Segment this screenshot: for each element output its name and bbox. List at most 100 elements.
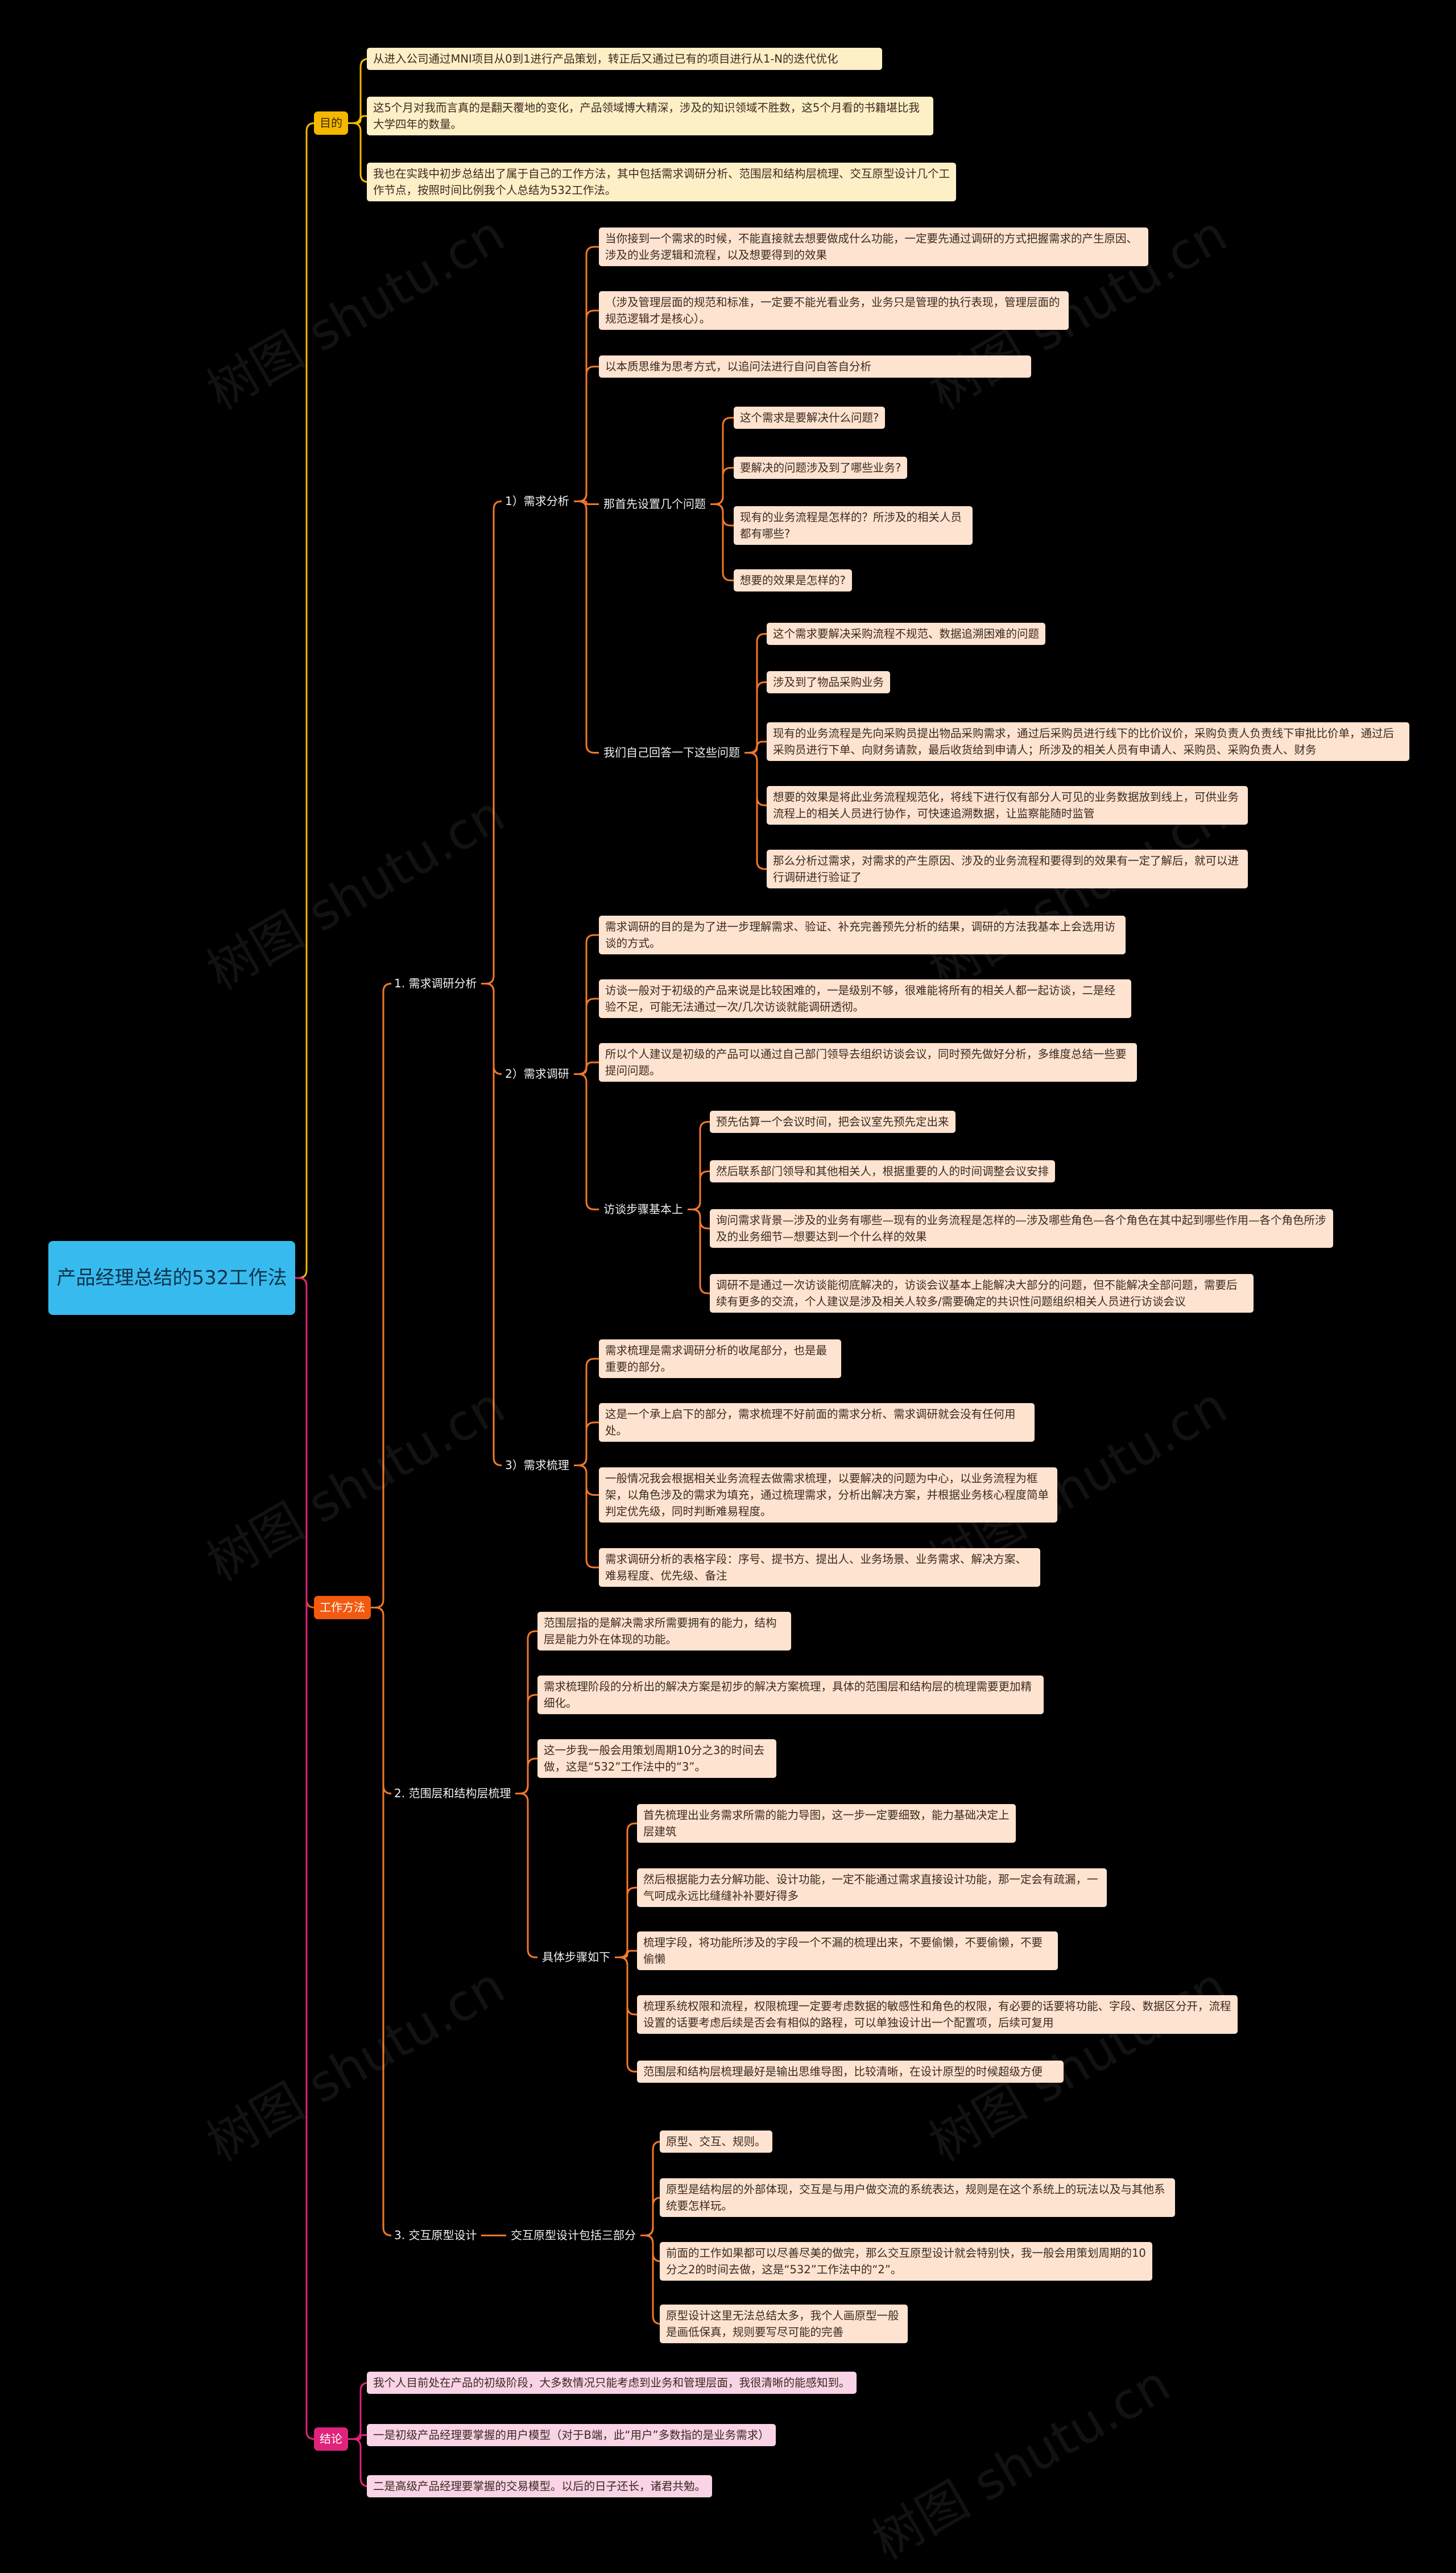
sorting-item[interactable]: 一般情况我会根据相关业务流程去做需求梳理，以要解决的问题为中心，以业务流程为框架… xyxy=(599,1467,1057,1523)
connector-line xyxy=(574,366,599,502)
connector-line xyxy=(348,2434,367,2440)
question-item[interactable]: 现有的业务流程是怎样的？所涉及的相关人员都有哪些? xyxy=(734,506,973,545)
analysis-item[interactable]: （涉及管理层面的规范和标准，一定要不能光看业务，业务只是管理的执行表现，管理层面… xyxy=(599,291,1069,330)
connector-line xyxy=(295,1277,315,2440)
answer-item[interactable]: 现有的业务流程是先向采购员提出物品采购需求，通过后采购员进行线下的比价议价，采购… xyxy=(767,722,1409,761)
questions-group[interactable]: 那首先设置几个问题 xyxy=(603,497,706,511)
connector-line xyxy=(371,1607,392,2236)
goal-item[interactable]: 这5个月对我而言真的是翻天覆地的变化，产品领域博大精深，涉及的知识领域不胜数，这… xyxy=(367,97,933,135)
sorting-item[interactable]: 需求梳理是需求调研分析的收尾部分，也是最重要的部分。 xyxy=(599,1339,841,1378)
connector-line xyxy=(515,1630,537,1794)
conclusion-item[interactable]: 二是高级产品经理要掌握的交易模型。以后的日子还长，诸君共勉。 xyxy=(367,2475,713,2497)
connector-line xyxy=(688,1121,710,1210)
sorting-item[interactable]: 需求调研分析的表格字段：序号、提书方、提出人、业务场景、业务需求、解决方案、难易… xyxy=(599,1548,1040,1587)
connector-line xyxy=(295,1277,315,1608)
connector-line xyxy=(515,1757,537,1794)
connector-line xyxy=(744,633,767,754)
connector-line xyxy=(615,1950,637,1958)
question-item[interactable]: 要解决的问题涉及到了哪些业务? xyxy=(734,457,908,479)
connector-line xyxy=(574,1061,599,1075)
section-prototype-design[interactable]: 3. 交互原型设计 xyxy=(394,2228,477,2242)
section-scope-structure[interactable]: 2. 范围层和结构层梳理 xyxy=(394,1786,511,1800)
analysis-item[interactable]: 以本质思维为思考方式，以追问法进行自问自答自分析 xyxy=(599,355,1031,378)
connector-line xyxy=(348,2382,369,2440)
scope-steps-group[interactable]: 具体步骤如下 xyxy=(542,1950,610,1964)
connector-line xyxy=(295,122,315,1279)
connector-line xyxy=(348,115,367,124)
prototype-three-parts[interactable]: 交互原型设计包括三部分 xyxy=(511,2228,636,2242)
connector-line xyxy=(574,500,599,505)
scope-step[interactable]: 梳理系统权限和流程，权限梳理一定要考虑数据的敏感性和角色的权限，有必要的话要将功… xyxy=(637,1995,1238,2034)
connector-line xyxy=(515,1694,537,1794)
conclusion-item[interactable]: 一是初级产品经理要掌握的用户模型（对于B端，此“用户”多数指的是业务需求） xyxy=(367,2424,776,2446)
question-item[interactable]: 想要的效果是怎样的? xyxy=(734,569,852,591)
connector-line xyxy=(640,2235,661,2262)
connector-line xyxy=(688,1170,710,1210)
scope-step[interactable]: 然后根据能力去分解功能、设计功能，一定不能通过需求直接设计功能，那一定会有疏漏，… xyxy=(637,1868,1107,1907)
conclusion-item[interactable]: 我个人目前处在产品的初级阶段，大多数情况只能考虑到业务和管理层面，我很清晰的能感… xyxy=(367,2372,857,2394)
goal-item[interactable]: 我也在实践中初步总结出了属于自己的工作方法，其中包括需求调研分析、范围层和结构层… xyxy=(367,163,956,201)
connector-line xyxy=(348,122,369,183)
connector-line xyxy=(481,500,502,984)
interview-step[interactable]: 询问需求背景—涉及的业务有哪些—现有的业务流程是怎样的—涉及哪些角色—各个角色在… xyxy=(710,1209,1333,1248)
connector-line xyxy=(371,983,392,1608)
subsection-requirement-survey[interactable]: 2）需求调研 xyxy=(505,1067,569,1081)
connector-line xyxy=(615,1822,637,1958)
connector-line xyxy=(744,752,767,870)
interview-step[interactable]: 调研不是通过一次访谈能彻底解决的，访谈会议基本上能解决大部分的问题，但不能解决全… xyxy=(710,1274,1254,1313)
scope-step[interactable]: 梳理字段，将功能所涉及的字段一个不漏的梳理出来，不要偷懒，不要偷懒，不要偷懒 xyxy=(637,1931,1058,1970)
connector-line xyxy=(615,1956,637,2016)
interview-steps-group[interactable]: 访谈步骤基本上 xyxy=(603,1202,683,1216)
answer-item[interactable]: 那么分析过需求，对需求的产生原因、涉及的业务流程和要得到的效果有一定了解后，就可… xyxy=(767,850,1248,888)
scope-step[interactable]: 首先梳理出业务需求所需的能力导图，这一步一定要细致，能力基础决定上层建筑 xyxy=(637,1804,1016,1843)
category-method[interactable]: 工作方法 xyxy=(314,1596,371,1619)
answer-item[interactable]: 想要的效果是将此业务流程规范化，将线下进行仅有部分人可见的业务数据放到线上，可供… xyxy=(767,786,1248,825)
category-goal[interactable]: 目的 xyxy=(314,111,348,135)
answer-item[interactable]: 这个需求要解决采购流程不规范、数据追溯困难的问题 xyxy=(767,623,1046,645)
prototype-item[interactable]: 原型设计这里无法总结太多，我个人画原型一般是画低保真，规则要写尽可能的完善 xyxy=(660,2305,908,2343)
prototype-item[interactable]: 前面的工作如果都可以尽善尽美的做完，那么交互原型设计就会特别快，我一般会用策划周… xyxy=(660,2242,1152,2281)
survey-item[interactable]: 需求调研的目的是为了进一步理解需求、验证、补充完善预先分析的结果，调研的方法我基… xyxy=(599,916,1126,954)
connector-line xyxy=(515,1793,537,1958)
connector-line xyxy=(371,1607,392,1794)
connector-line xyxy=(640,2196,661,2236)
connector-line xyxy=(348,58,369,124)
connector-line xyxy=(574,1421,599,1466)
analysis-item[interactable]: 当你接到一个需求的时候，不能直接就去想要做成什么功能，一定要先通过调研的方式把握… xyxy=(599,227,1148,266)
answer-item[interactable]: 涉及到了物品采购业务 xyxy=(767,671,891,693)
connector-line xyxy=(615,1887,637,1958)
section-requirement-research[interactable]: 1. 需求调研分析 xyxy=(394,977,477,990)
connector-line xyxy=(744,741,767,754)
connector-line xyxy=(574,1073,599,1210)
prototype-item[interactable]: 原型、交互、规则。 xyxy=(660,2131,772,2153)
interview-step[interactable]: 然后联系部门领导和其他相关人，根据重要的人的时间调整会议安排 xyxy=(710,1160,1056,1182)
connector-line xyxy=(574,1465,599,1569)
subsection-requirement-sorting[interactable]: 3）需求梳理 xyxy=(505,1458,569,1472)
connector-line xyxy=(481,983,502,1075)
category-conclusion[interactable]: 结论 xyxy=(314,2427,348,2451)
scope-item[interactable]: 这一步我一般会用策划周期10分之3的时间去做，这是“532”工作法中的“3”。 xyxy=(537,1739,776,1778)
connector-line xyxy=(348,2438,369,2487)
connector-line xyxy=(710,503,734,581)
scope-item[interactable]: 需求梳理阶段的分析出的解决方案是初步的解决方案梳理，具体的范围层和结构层的梳理需… xyxy=(537,1676,1044,1714)
root-topic[interactable]: 产品经理总结的532工作法 xyxy=(48,1241,295,1315)
connector-line xyxy=(574,500,599,754)
connector-line xyxy=(615,1956,637,2073)
subsection-requirement-analysis[interactable]: 1）需求分析 xyxy=(505,494,569,508)
goal-item[interactable]: 从进入公司通过MNI项目从0到1进行产品策划，转正后又通过已有的项目进行从1-N… xyxy=(367,48,882,70)
prototype-item[interactable]: 原型是结构层的外部体现，交互是与用户做交流的系统表达，规则是在这个系统上的玩法以… xyxy=(660,2178,1175,2217)
scope-item[interactable]: 范围层指的是解决需求所需要拥有的能力，结构层是能力外在体现的功能。 xyxy=(537,1612,791,1650)
connector-line xyxy=(744,752,767,806)
question-item[interactable]: 这个需求是要解决什么问题? xyxy=(734,407,886,429)
answers-group[interactable]: 我们自己回答一下这些问题 xyxy=(603,746,740,759)
survey-item[interactable]: 访谈一般对于初级的产品来说是比较困难的，一是级别不够，很难能将所有的相关人都一起… xyxy=(599,979,1131,1018)
connector-line xyxy=(688,1209,710,1294)
scope-step[interactable]: 范围层和结构层梳理最好是输出思维导图，比较清晰，在设计原型的时候超级方便 xyxy=(637,2061,1064,2083)
survey-item[interactable]: 所以个人建议是初级的产品可以通过自己部门领导去组织访谈会议，同时预先做好分析，多… xyxy=(599,1043,1137,1082)
sorting-item[interactable]: 这是一个承上启下的部分，需求梳理不好前面的需求分析、需求调研就会没有任何用处。 xyxy=(599,1403,1035,1442)
connector-line xyxy=(640,2235,661,2325)
connector-line xyxy=(640,2141,661,2236)
connector-line xyxy=(481,983,502,1466)
interview-step[interactable]: 预先估算一个会议时间，把会议室先预先定出来 xyxy=(710,1111,956,1133)
